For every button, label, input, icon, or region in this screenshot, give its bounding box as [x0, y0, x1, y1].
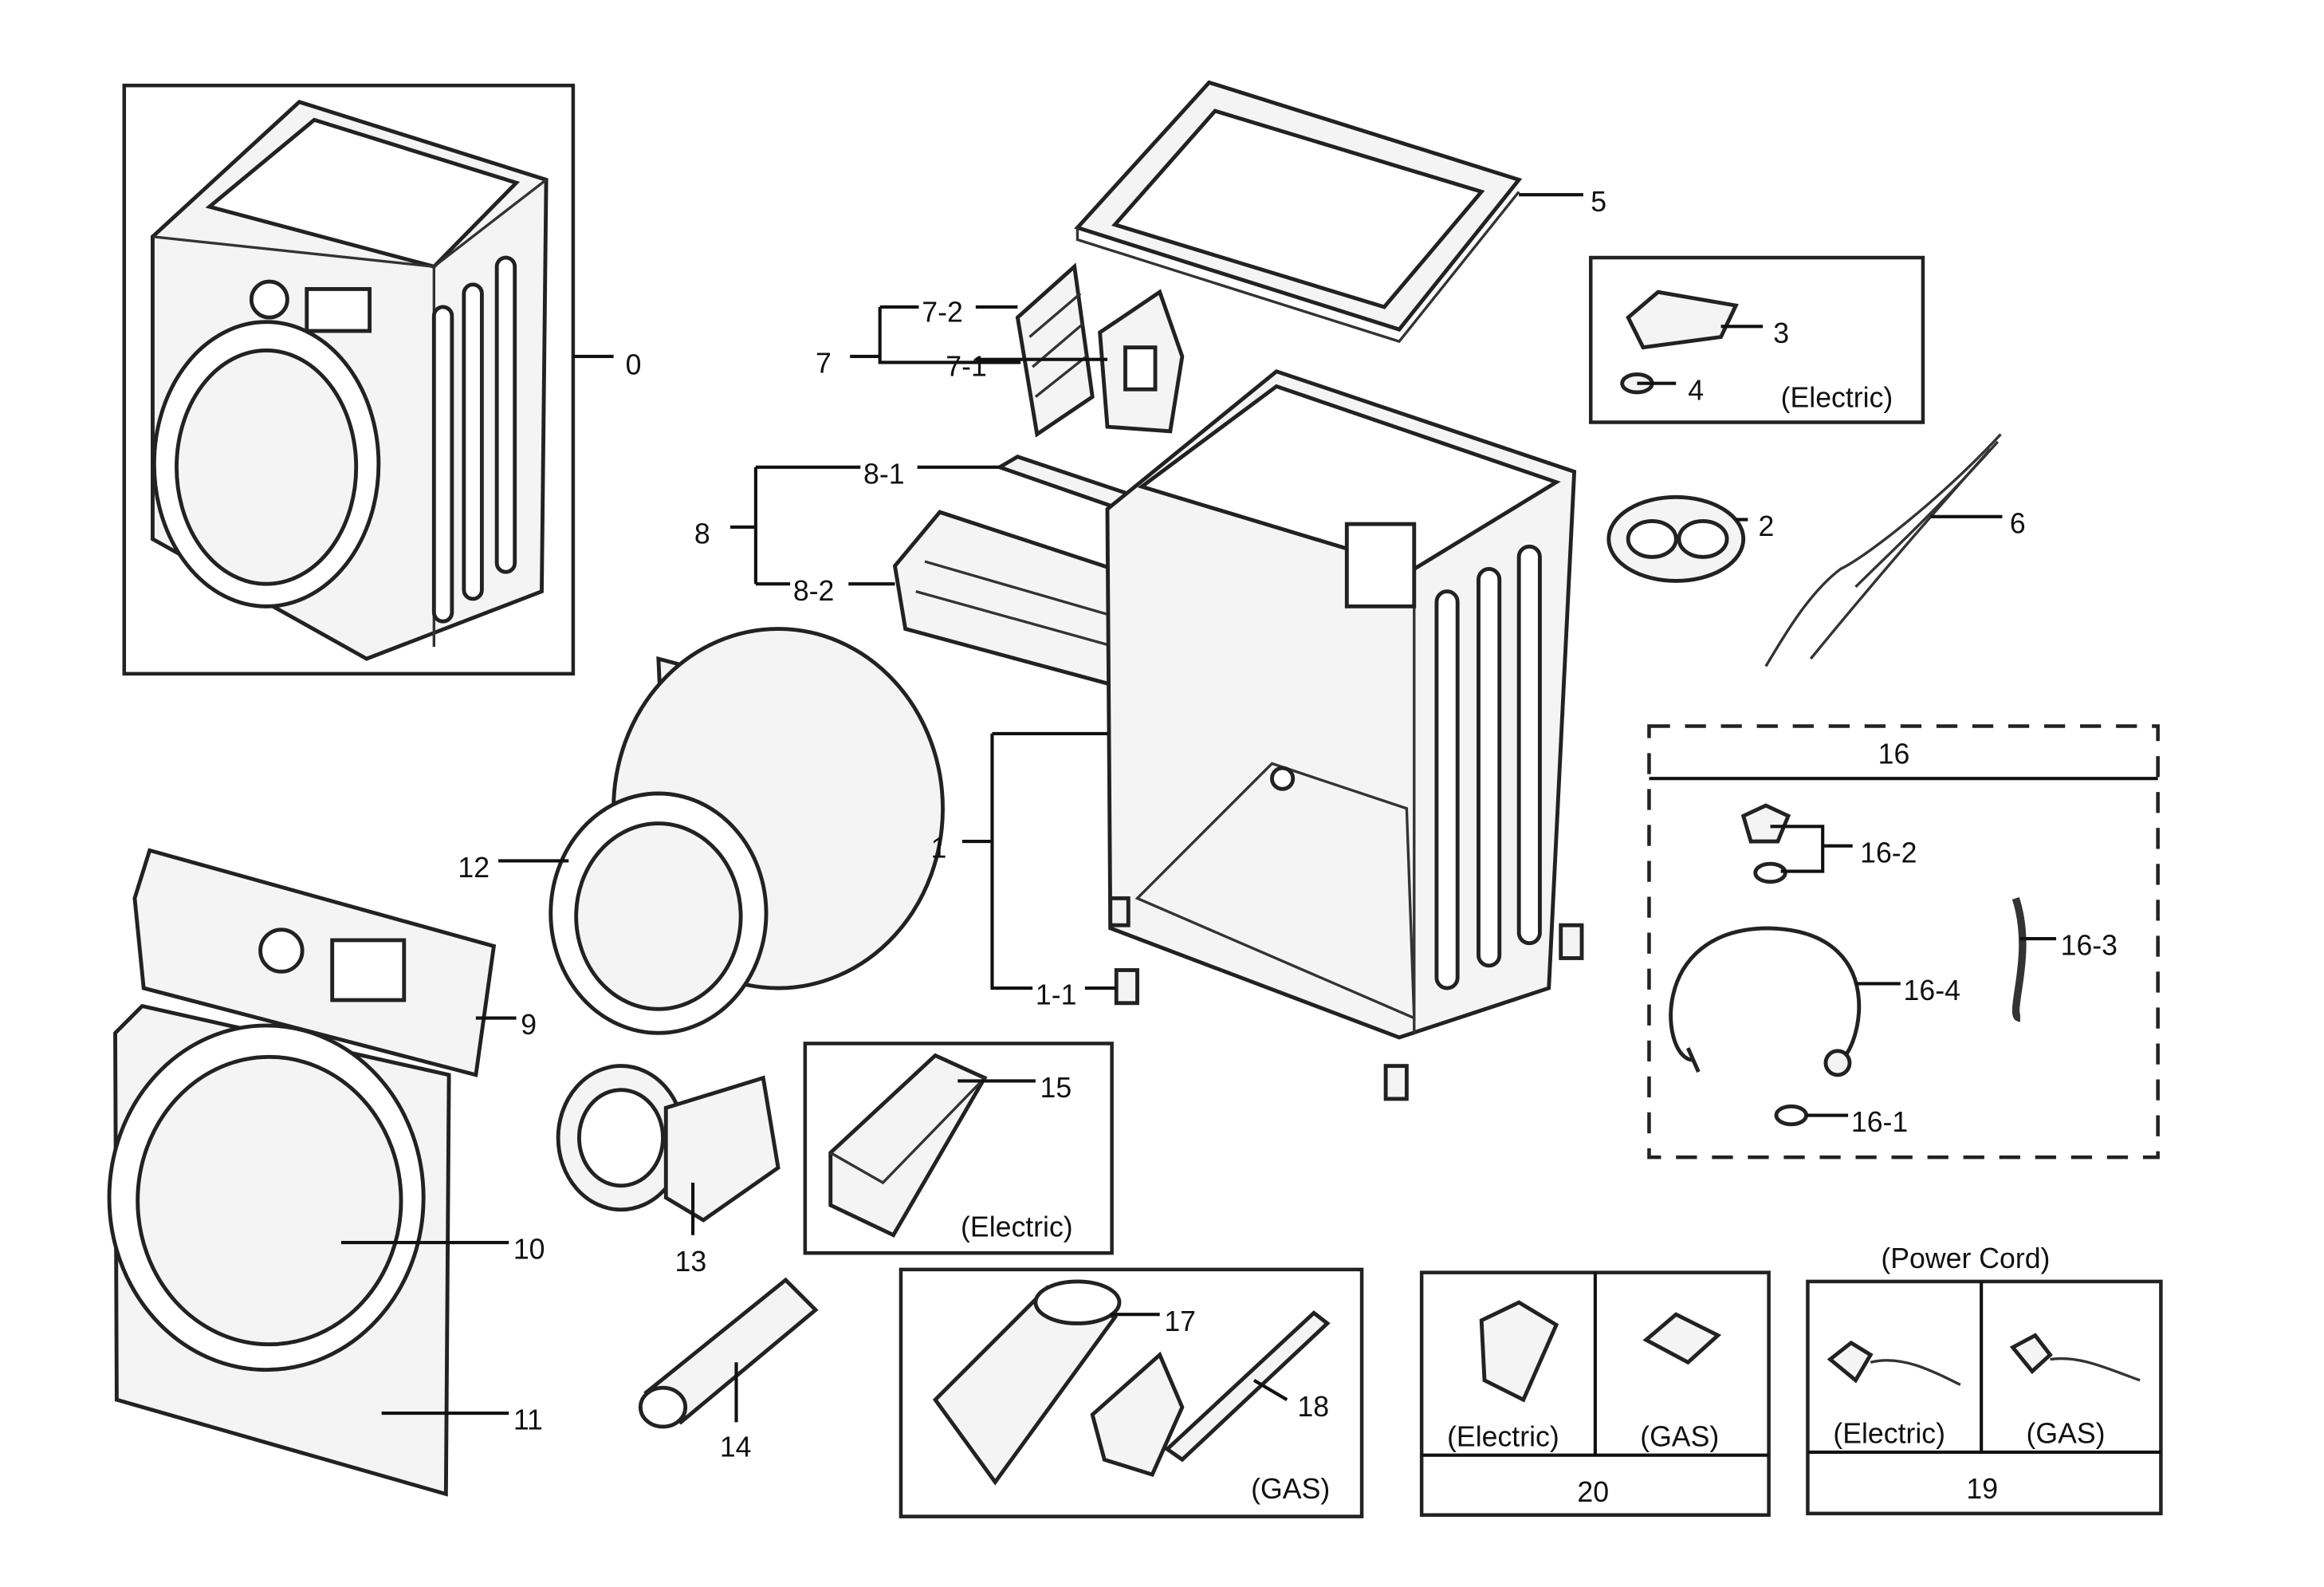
- callout-1: 1: [931, 833, 947, 864]
- part-1-cabinet: [1105, 368, 1577, 1040]
- box-part-19: [1806, 1279, 2163, 1516]
- callout-16-1: 16-1: [1851, 1106, 1908, 1138]
- part-9-control-panel: [132, 848, 497, 1077]
- callout-2: 2: [1758, 510, 1774, 542]
- part-14-duct: [638, 1277, 819, 1429]
- callout-5: 5: [1591, 186, 1606, 218]
- callout-0: 0: [626, 349, 642, 380]
- callout-16-2: 16-2: [1860, 837, 1917, 868]
- callout-7: 7: [816, 348, 832, 380]
- callout-7-2: 7-2: [922, 297, 963, 329]
- callout-20: 20: [1577, 1476, 1609, 1508]
- caption-electric-19: (Electric): [1833, 1418, 1945, 1450]
- part-13-blower: [556, 1064, 781, 1223]
- callout-6: 6: [2010, 507, 2026, 539]
- callout-14: 14: [720, 1431, 752, 1463]
- box-part-15: [803, 1042, 1114, 1255]
- caption-electric-20: (Electric): [1447, 1420, 1559, 1452]
- part-1-1-feet: [1108, 896, 1584, 1101]
- callout-7-1: 7-1: [946, 350, 987, 382]
- callout-16-4: 16-4: [1904, 975, 1960, 1006]
- callout-8-1: 8-1: [863, 458, 905, 490]
- callout-12: 12: [458, 852, 490, 884]
- box-parts-16: [1647, 724, 2160, 1160]
- callout-4: 4: [1688, 374, 1704, 406]
- callout-13: 13: [675, 1246, 707, 1278]
- part-7-pcb-brackets: [1015, 262, 1185, 438]
- caption-electric-15: (Electric): [961, 1211, 1073, 1243]
- part-10-11-front-and-door: [107, 1003, 451, 1497]
- caption-gas-19: (GAS): [2026, 1418, 2105, 1450]
- callout-11: 11: [513, 1404, 543, 1436]
- callout-15: 15: [1040, 1072, 1072, 1104]
- callout-16-3: 16-3: [2061, 930, 2118, 962]
- callout-8: 8: [694, 518, 710, 550]
- part-2-filter: [1606, 494, 1746, 583]
- callout-1-1: 1-1: [1036, 979, 1077, 1011]
- callout-16: 16: [1878, 738, 1910, 770]
- callout-17: 17: [1164, 1305, 1196, 1337]
- callout-3: 3: [1773, 317, 1789, 349]
- callout-8-2: 8-2: [793, 575, 835, 607]
- callout-18: 18: [1297, 1391, 1329, 1423]
- box-parts-3-4: [1589, 255, 1925, 424]
- part-12-drum: [549, 627, 945, 1035]
- part-5-top-cover: [1074, 80, 1523, 344]
- part-0-dryer-assembly: [122, 83, 576, 676]
- leader-lines: [340, 193, 2057, 1423]
- callout-9: 9: [521, 1009, 537, 1041]
- box-part-20: [1419, 1270, 1771, 1517]
- caption-electric-3: (Electric): [1781, 382, 1893, 414]
- callout-10: 10: [513, 1234, 545, 1266]
- callout-labels: 0 5 3 4 (Electric) 2 6 7 7-2 7-1 8 8-1 8…: [458, 186, 2118, 1508]
- caption-gas-17: (GAS): [1251, 1473, 1330, 1505]
- caption-power-cord: (Power Cord): [1881, 1242, 2050, 1274]
- box-parts-17-18: [899, 1267, 1364, 1518]
- caption-gas-20: (GAS): [1640, 1420, 1719, 1452]
- callout-19: 19: [1966, 1473, 1998, 1505]
- part-6-wire-harness: [1764, 433, 2002, 667]
